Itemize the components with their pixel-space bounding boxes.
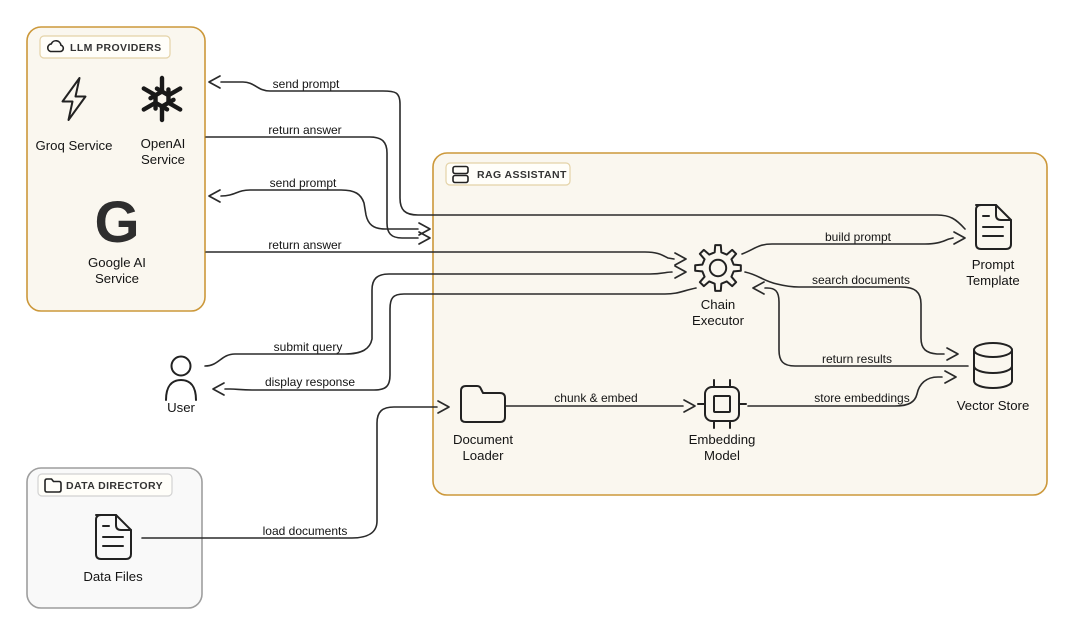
node-label: Loader: [462, 448, 504, 463]
edge-search-documents: search documents: [744, 271, 959, 361]
edge-line: [747, 376, 943, 407]
edge-send-prompt-google: send prompt: [208, 176, 431, 236]
edge-build-prompt: build prompt: [741, 230, 966, 255]
edge-label: return answer: [268, 238, 341, 252]
node-label: Template: [966, 273, 1020, 288]
node-label: Google AI: [88, 255, 146, 270]
arrowhead-right-icon: [953, 231, 966, 245]
node-prompt-template: Prompt Template: [966, 204, 1020, 288]
stack-icon: [452, 165, 469, 184]
folder-icon: [460, 385, 506, 423]
chip-icon: [697, 379, 747, 429]
edge-store-embeddings: store embeddings: [747, 370, 957, 407]
node-embedding-model: Embedding Model: [689, 379, 756, 463]
edge-line: [204, 271, 673, 367]
arrowhead-right-icon: [437, 400, 450, 414]
arrowhead-left-icon: [212, 382, 225, 396]
google-g-icon: G: [94, 190, 139, 255]
node-label: OpenAI: [141, 136, 186, 151]
node-google-ai-service: G Google AI Service: [88, 190, 146, 286]
edge-chunk-embed: chunk & embed: [505, 391, 696, 413]
data-directory-label: DATA DIRECTORY: [66, 480, 163, 492]
edge-label: store embeddings: [814, 391, 909, 405]
node-label: Service: [95, 271, 139, 286]
node-vector-store: Vector Store: [957, 342, 1030, 413]
edge-label: send prompt: [273, 77, 340, 91]
edge-label: search documents: [812, 273, 910, 287]
node-label: Data Files: [83, 569, 143, 584]
edge-label: send prompt: [270, 176, 337, 190]
arrowhead-right-icon: [944, 370, 957, 384]
node-openai-service: OpenAI Service: [141, 75, 186, 167]
rag-assistant-box: [432, 152, 1048, 496]
edge-line: [220, 189, 419, 230]
llm-providers-label: LLM PROVIDERS: [70, 42, 162, 54]
edge-label: return answer: [268, 123, 341, 137]
node-data-files: Data Files: [83, 514, 143, 584]
edge-line: [220, 81, 966, 230]
edge-line: [205, 136, 419, 239]
edge-line: [741, 237, 954, 255]
data-directory-badge: [37, 473, 173, 497]
rag-assistant-label: RAG ASSISTANT: [477, 169, 567, 181]
arrowhead-right-icon: [418, 231, 431, 245]
node-label: Groq Service: [36, 138, 113, 153]
node-document-loader: Document Loader: [453, 385, 513, 463]
edge-return-results: return results: [752, 281, 969, 367]
edge-label: submit query: [274, 340, 343, 354]
openai-logo-icon: [141, 75, 183, 123]
arrowhead-right-icon: [683, 399, 696, 413]
arrowhead-left-icon: [208, 75, 221, 89]
node-chain-executor: Chain Executor: [692, 244, 745, 328]
node-label: Model: [704, 448, 740, 463]
node-label: Document: [453, 432, 513, 447]
edge-line: [764, 287, 969, 367]
arrowhead-right-icon: [946, 347, 959, 361]
edge-label: display response: [265, 375, 355, 389]
container-rag-assistant: RAG ASSISTANT: [432, 152, 1048, 496]
cloud-icon: [46, 40, 65, 53]
lightning-icon: [61, 77, 87, 121]
node-label: Vector Store: [957, 398, 1030, 413]
node-label: Executor: [692, 313, 745, 328]
edge-line: [744, 271, 945, 355]
edge-label: load documents: [263, 524, 348, 538]
edge-return-answer-google: return answer: [205, 238, 687, 266]
edge-line: [141, 406, 438, 539]
node-label: User: [167, 400, 195, 415]
edge-return-answer-openai: return answer: [205, 123, 431, 245]
rag-assistant-badge: [445, 162, 571, 186]
llm-providers-badge: [39, 35, 171, 59]
arrowhead-left-icon: [752, 281, 765, 295]
edge-line: [224, 287, 697, 391]
node-label: Service: [141, 152, 185, 167]
document-icon: [95, 514, 132, 560]
arrowhead-right-icon: [418, 222, 431, 236]
arrowhead-right-icon: [674, 265, 687, 279]
edge-line: [205, 251, 675, 260]
node-label: Chain: [701, 297, 735, 312]
database-icon: [973, 342, 1013, 389]
node-user: User: [165, 355, 197, 415]
arrowhead-left-icon: [208, 189, 221, 203]
node-groq-service: Groq Service: [36, 77, 113, 153]
node-label: Embedding: [689, 432, 756, 447]
gear-icon: [694, 244, 742, 292]
arrowhead-right-icon: [674, 252, 687, 266]
edge-label: build prompt: [825, 230, 892, 244]
edge-label: chunk & embed: [554, 391, 637, 405]
folder-icon: [44, 478, 62, 493]
edge-send-prompt-openai: send prompt: [208, 75, 966, 230]
edge-display-response: display response: [212, 287, 697, 396]
edge-submit-query: submit query: [204, 265, 687, 367]
user-icon: [165, 355, 197, 401]
edge-load-documents: load documents: [141, 400, 450, 539]
edge-label: return results: [822, 352, 892, 366]
document-icon: [975, 204, 1012, 250]
node-label: Prompt: [972, 257, 1015, 272]
